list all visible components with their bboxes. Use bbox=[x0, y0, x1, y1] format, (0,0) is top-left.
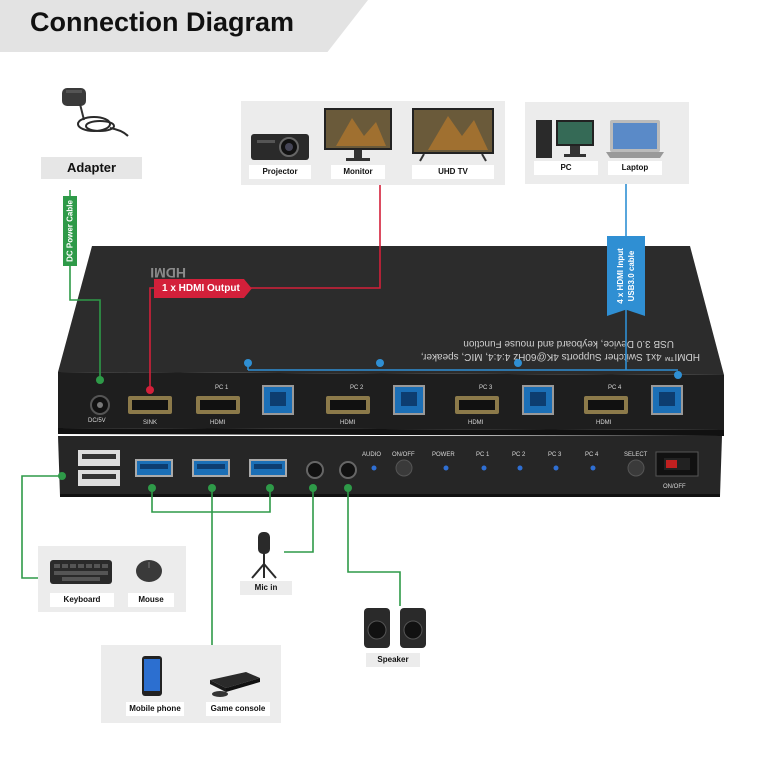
select-button bbox=[627, 459, 645, 477]
speaker-label: Speaker bbox=[366, 653, 420, 667]
projector-icon bbox=[251, 134, 309, 160]
pc4-hdmi-label: HDMI bbox=[596, 420, 612, 426]
dc-port-label: DC/5V bbox=[88, 418, 106, 424]
audio-onoff-label: ON/OFF bbox=[392, 452, 415, 458]
pc2-led bbox=[517, 465, 523, 471]
front-pc3-label: PC 3 bbox=[548, 452, 562, 458]
pc3-usb-b-port bbox=[522, 385, 554, 415]
game-console-icon bbox=[210, 672, 260, 697]
keyboard-icon bbox=[50, 560, 112, 584]
tv-icon bbox=[412, 108, 494, 162]
mouse-icon bbox=[136, 560, 162, 582]
monitor-label: Monitor bbox=[331, 165, 385, 179]
switcher-front-panel bbox=[58, 436, 722, 496]
select-label: SELECT bbox=[624, 452, 648, 458]
pc1-hdmi-label: HDMI bbox=[210, 420, 226, 426]
pc2-hdmi-port bbox=[326, 396, 370, 414]
front-pc4-label: PC 4 bbox=[585, 452, 599, 458]
speaker-icon bbox=[364, 608, 426, 648]
pc4-usb-b-port bbox=[651, 385, 683, 415]
usb3-port-3 bbox=[249, 459, 287, 477]
mouse-label: Mouse bbox=[128, 593, 174, 607]
usb-hid-ports bbox=[78, 450, 120, 486]
switcher-rear-panel bbox=[58, 372, 724, 430]
speaker-jack bbox=[339, 461, 357, 479]
laptop-icon bbox=[606, 120, 664, 158]
pc3-hdmi-label: HDMI bbox=[468, 420, 484, 426]
mic-in-label: Mic in bbox=[240, 581, 292, 595]
power-switch-label: ON/OFF bbox=[663, 484, 686, 490]
audio-label: AUDIO bbox=[362, 452, 381, 458]
projector-label: Projector bbox=[249, 165, 311, 179]
brand-logo: HDMI bbox=[150, 265, 186, 281]
pc2-group-label: PC 2 bbox=[350, 385, 364, 391]
dc-power-cable-tag: DC Power Cable bbox=[58, 196, 84, 266]
monitor-icon bbox=[324, 108, 392, 161]
pc4-group-label: PC 4 bbox=[608, 385, 622, 391]
microphone-icon bbox=[251, 532, 277, 579]
power-led bbox=[443, 465, 449, 471]
audio-led bbox=[371, 465, 377, 471]
pc2-hdmi-label: HDMI bbox=[340, 420, 356, 426]
game-console-label: Game console bbox=[206, 702, 270, 716]
hdmi-input-tag: 4 x HDMI Input USB3.0 cable bbox=[607, 236, 645, 316]
adapter-label: Adapter bbox=[41, 157, 142, 179]
power-label: POWER bbox=[432, 452, 455, 458]
uhd-tv-label: UHD TV bbox=[412, 165, 494, 179]
page-title: Connection Diagram bbox=[30, 7, 295, 37]
power-adapter-icon bbox=[62, 88, 129, 137]
usb3-wire bbox=[151, 488, 271, 513]
laptop-label: Laptop bbox=[608, 161, 662, 175]
front-pc2-label: PC 2 bbox=[512, 452, 526, 458]
pc1-usb-b-port bbox=[262, 385, 294, 415]
pc1-group-label: PC 1 bbox=[215, 385, 229, 391]
pc1-led bbox=[481, 465, 487, 471]
audio-onoff-button bbox=[395, 459, 413, 477]
hdmi-sink-port bbox=[128, 396, 172, 414]
speaker-wire bbox=[347, 488, 401, 606]
title-banner bbox=[0, 0, 368, 52]
pc-label: PC bbox=[534, 161, 598, 175]
sink-label: SINK bbox=[143, 420, 157, 426]
keyboard-label: Keyboard bbox=[50, 593, 114, 607]
usb3-port-2 bbox=[192, 459, 230, 477]
pc-icon bbox=[536, 120, 594, 158]
mobile-phone-icon bbox=[142, 656, 162, 696]
pc3-led bbox=[553, 465, 559, 471]
pc3-group-label: PC 3 bbox=[479, 385, 493, 391]
switcher-top-panel bbox=[58, 246, 724, 375]
power-switch bbox=[655, 451, 699, 477]
mic-wire bbox=[284, 488, 314, 553]
top-spec-line2: USB 3.0 Device, keyboard and mouse Funct… bbox=[463, 338, 674, 349]
pc1-hdmi-port bbox=[196, 396, 240, 414]
pc4-led bbox=[590, 465, 596, 471]
front-pc1-label: PC 1 bbox=[476, 452, 490, 458]
pc3-hdmi-port bbox=[455, 396, 499, 414]
mobile-phone-label: Mobile phone bbox=[126, 702, 184, 716]
pc4-hdmi-port bbox=[584, 396, 628, 414]
usb3-port-1 bbox=[135, 459, 173, 477]
hid-wire bbox=[21, 475, 62, 579]
top-spec-line1: HDMI™ 4x1 Switcher Supports 4K@60Hz 4:4:… bbox=[421, 351, 700, 362]
hdmi-output-wire bbox=[149, 185, 381, 390]
hdmi-output-tag: 1 x HDMI Output bbox=[154, 279, 252, 298]
pc2-usb-b-port bbox=[393, 385, 425, 415]
mic-jack bbox=[306, 461, 324, 479]
